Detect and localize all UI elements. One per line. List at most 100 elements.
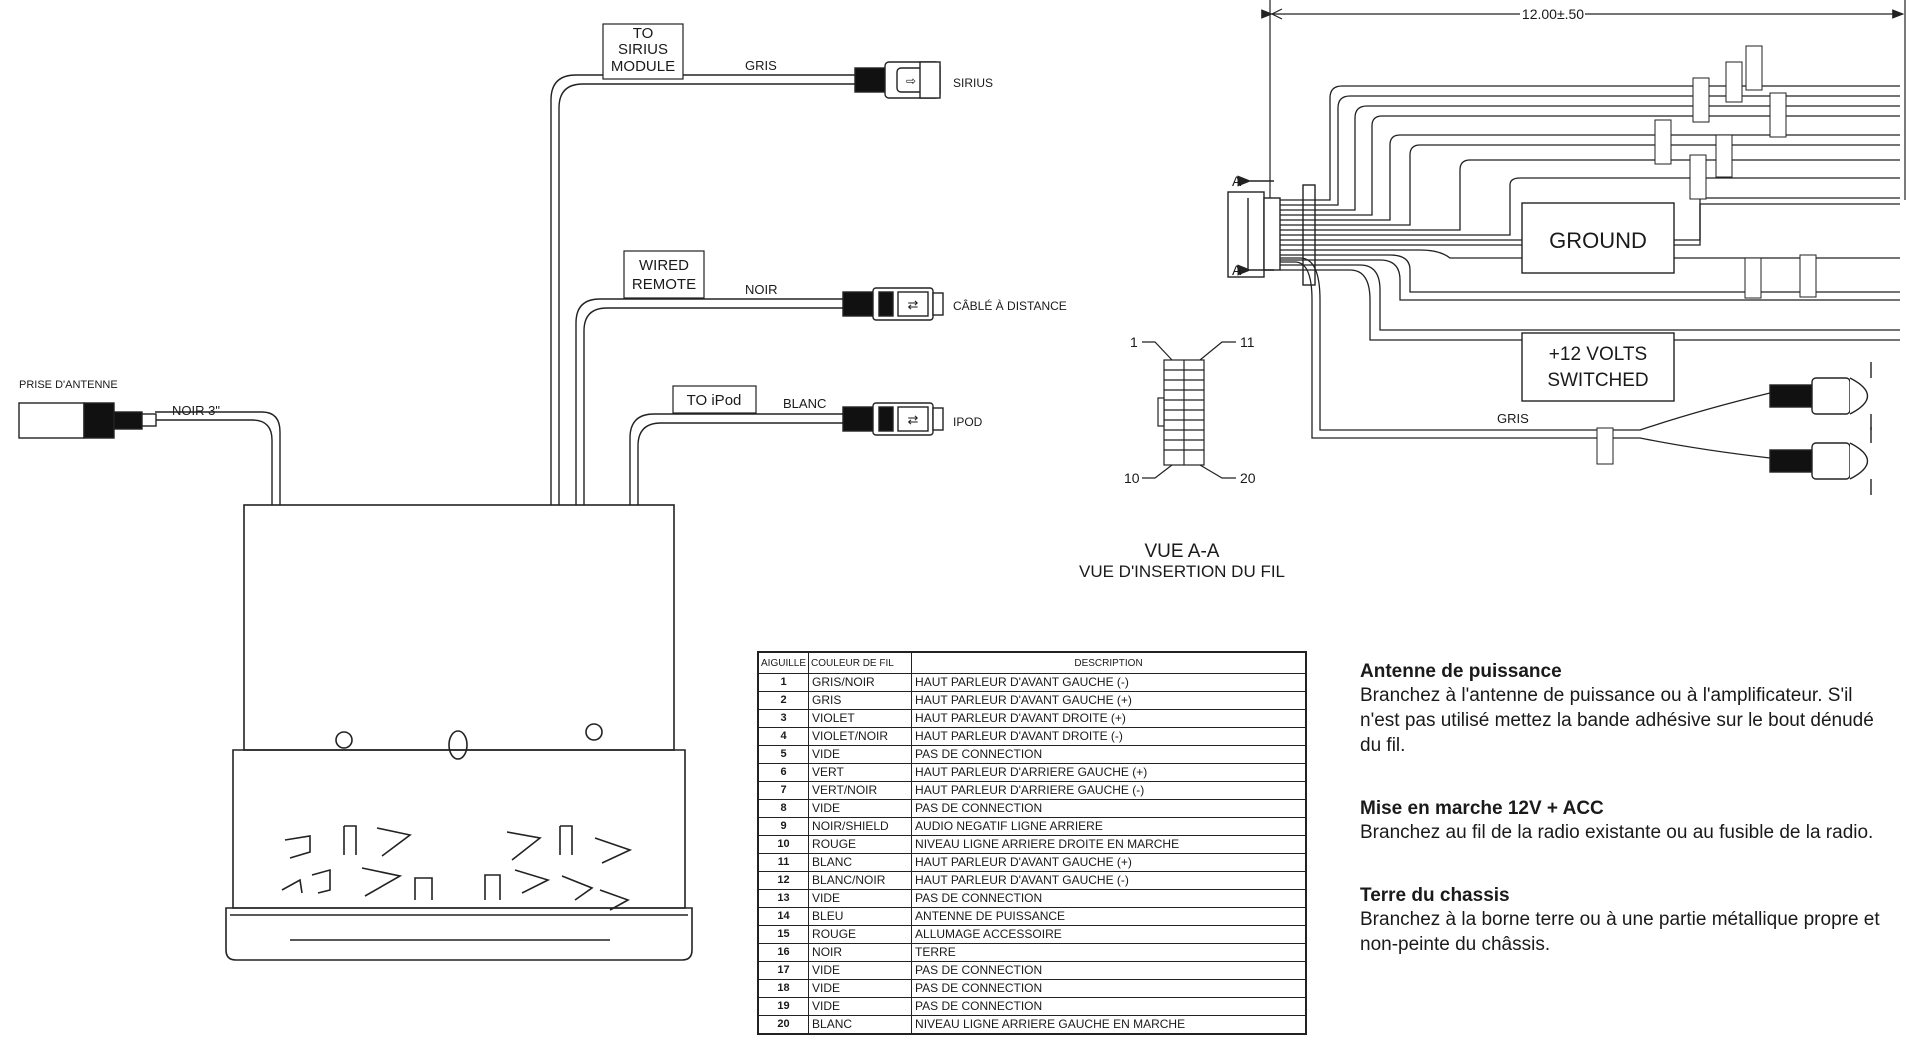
note-power-antenna: Antenne de puissance Branchez à l'antenn…	[1360, 661, 1880, 758]
col-header-pin: AIGUILLE	[757, 651, 810, 674]
wire-color-cell: VIDE	[808, 961, 913, 980]
description-cell: ANTENNE DE PUISSANCE	[911, 907, 1307, 926]
description-cell: NIVEAU LIGNE ARRIERE DROITE EN MARCHE	[911, 835, 1307, 854]
wire-color-cell: GRIS	[808, 691, 913, 710]
pin-number-cell: 5	[757, 745, 810, 764]
remote-wire-color: NOIR	[745, 282, 778, 297]
pin-number-cell: 19	[757, 997, 810, 1016]
wire-color-cell: ROUGE	[808, 835, 913, 854]
wire-color-cell: VIDE	[808, 979, 913, 998]
ipod-connector	[842, 402, 944, 436]
pin-number-cell: 10	[757, 835, 810, 854]
col-header-description: DESCRIPTION	[911, 651, 1307, 674]
note-title: Antenne de puissance	[1360, 661, 1562, 682]
remote-box-line1: WIRED	[639, 257, 689, 274]
wire-color-cell: VIDE	[808, 799, 913, 818]
pin-number-cell: 4	[757, 727, 810, 746]
description-cell: HAUT PARLEUR D'AVANT GAUCHE (-)	[911, 871, 1307, 890]
description-cell: PAS DE CONNECTION	[911, 997, 1307, 1016]
description-cell: AUDIO NEGATIF LIGNE ARRIERE	[911, 817, 1307, 836]
wire-color-cell: BLEU	[808, 907, 913, 926]
dimension-label: 12.00±.50	[1522, 6, 1584, 22]
note-title: Terre du chassis	[1360, 885, 1510, 906]
description-cell: HAUT PARLEUR D'AVANT DROITE (+)	[911, 709, 1307, 728]
ipod-connector-label: IPOD	[953, 415, 983, 429]
sirius-connector-label: SIRIUS	[953, 76, 993, 90]
description-cell: NIVEAU LIGNE ARRIERE GAUCHE EN MARCHE	[911, 1015, 1307, 1035]
volts-label-line2: SWITCHED	[1547, 370, 1648, 391]
pin-number-cell: 11	[757, 853, 810, 872]
section-arrows	[1237, 175, 1274, 276]
insertion-view	[1142, 341, 1236, 479]
note-ground: Terre du chassis Branchez à la borne ter…	[1360, 885, 1880, 957]
pin-number-cell: 15	[757, 925, 810, 944]
note-body: Branchez au fil de la radio existante ou…	[1360, 822, 1874, 843]
description-cell: PAS DE CONNECTION	[911, 799, 1307, 818]
connector-icon: ⇄	[908, 412, 919, 427]
col-header-color: COULEUR DE FIL	[808, 651, 913, 674]
pin-number-cell: 20	[757, 1015, 810, 1035]
wire-color-cell: GRIS/NOIR	[808, 673, 913, 692]
instructions: Antenne de puissance Branchez à l'antenn…	[1360, 661, 1880, 997]
remote-connector	[842, 287, 944, 321]
pin-number-cell: 7	[757, 781, 810, 800]
note-body: Branchez à la borne terre ou à une parti…	[1360, 909, 1880, 955]
pin-number-cell: 3	[757, 709, 810, 728]
rca-plug-top	[1769, 362, 1872, 430]
pin-number-cell: 9	[757, 817, 810, 836]
note-title: Mise en marche 12V + ACC	[1360, 798, 1604, 819]
rca-wire-color: GRIS	[1497, 411, 1529, 426]
pin-number-cell: 12	[757, 871, 810, 890]
description-cell: HAUT PARLEUR D'AVANT GAUCHE (-)	[911, 673, 1307, 692]
pin-number-cell: 6	[757, 763, 810, 782]
wire-tags	[1596, 45, 1817, 465]
note-body: Branchez à l'antenne de puissance ou à l…	[1360, 685, 1874, 756]
pin-number-cell: 17	[757, 961, 810, 980]
box-labels: TO SIRIUS MODULE WIRED REMOTE TO iPod	[611, 25, 741, 409]
sirius-box-line1: TO	[633, 25, 654, 42]
pin-number-cell: 16	[757, 943, 810, 962]
pin-numbers: 1 11 10 20	[1124, 334, 1256, 486]
sirius-wire-color: GRIS	[745, 58, 777, 73]
wire-color-cell: VERT/NOIR	[808, 781, 913, 800]
section-marker-bottom: A	[1232, 262, 1242, 278]
description-cell: HAUT PARLEUR D'AVANT GAUCHE (+)	[911, 691, 1307, 710]
pin-11-label: 11	[1240, 334, 1255, 350]
wire-color-cell: BLANC	[808, 853, 913, 872]
pin-number-cell: 2	[757, 691, 810, 710]
wire-color-cell: VIDE	[808, 889, 913, 908]
ground-label: GROUND	[1549, 228, 1647, 253]
description-cell: HAUT PARLEUR D'ARRIERE GAUCHE (+)	[911, 763, 1307, 782]
description-cell: PAS DE CONNECTION	[911, 961, 1307, 980]
dimension-line	[1261, 0, 1906, 200]
pin-number-cell: 18	[757, 979, 810, 998]
wire-color-cell: VIOLET	[808, 709, 913, 728]
wire-color-cell: VIOLET/NOIR	[808, 727, 913, 746]
antenna-title: PRISE D'ANTENNE	[19, 379, 118, 391]
wire-labels: GRIS NOIR BLANC NOIR 3"	[172, 58, 826, 418]
wire-color-cell: VIDE	[808, 997, 913, 1016]
ipod-box-label: TO iPod	[687, 392, 742, 409]
description-cell: PAS DE CONNECTION	[911, 979, 1307, 998]
description-cell: HAUT PARLEUR D'AVANT DROITE (-)	[911, 727, 1307, 746]
wire-color-cell: ROUGE	[808, 925, 913, 944]
rca-plug-bottom	[1769, 427, 1872, 495]
unit-cables	[155, 74, 855, 505]
